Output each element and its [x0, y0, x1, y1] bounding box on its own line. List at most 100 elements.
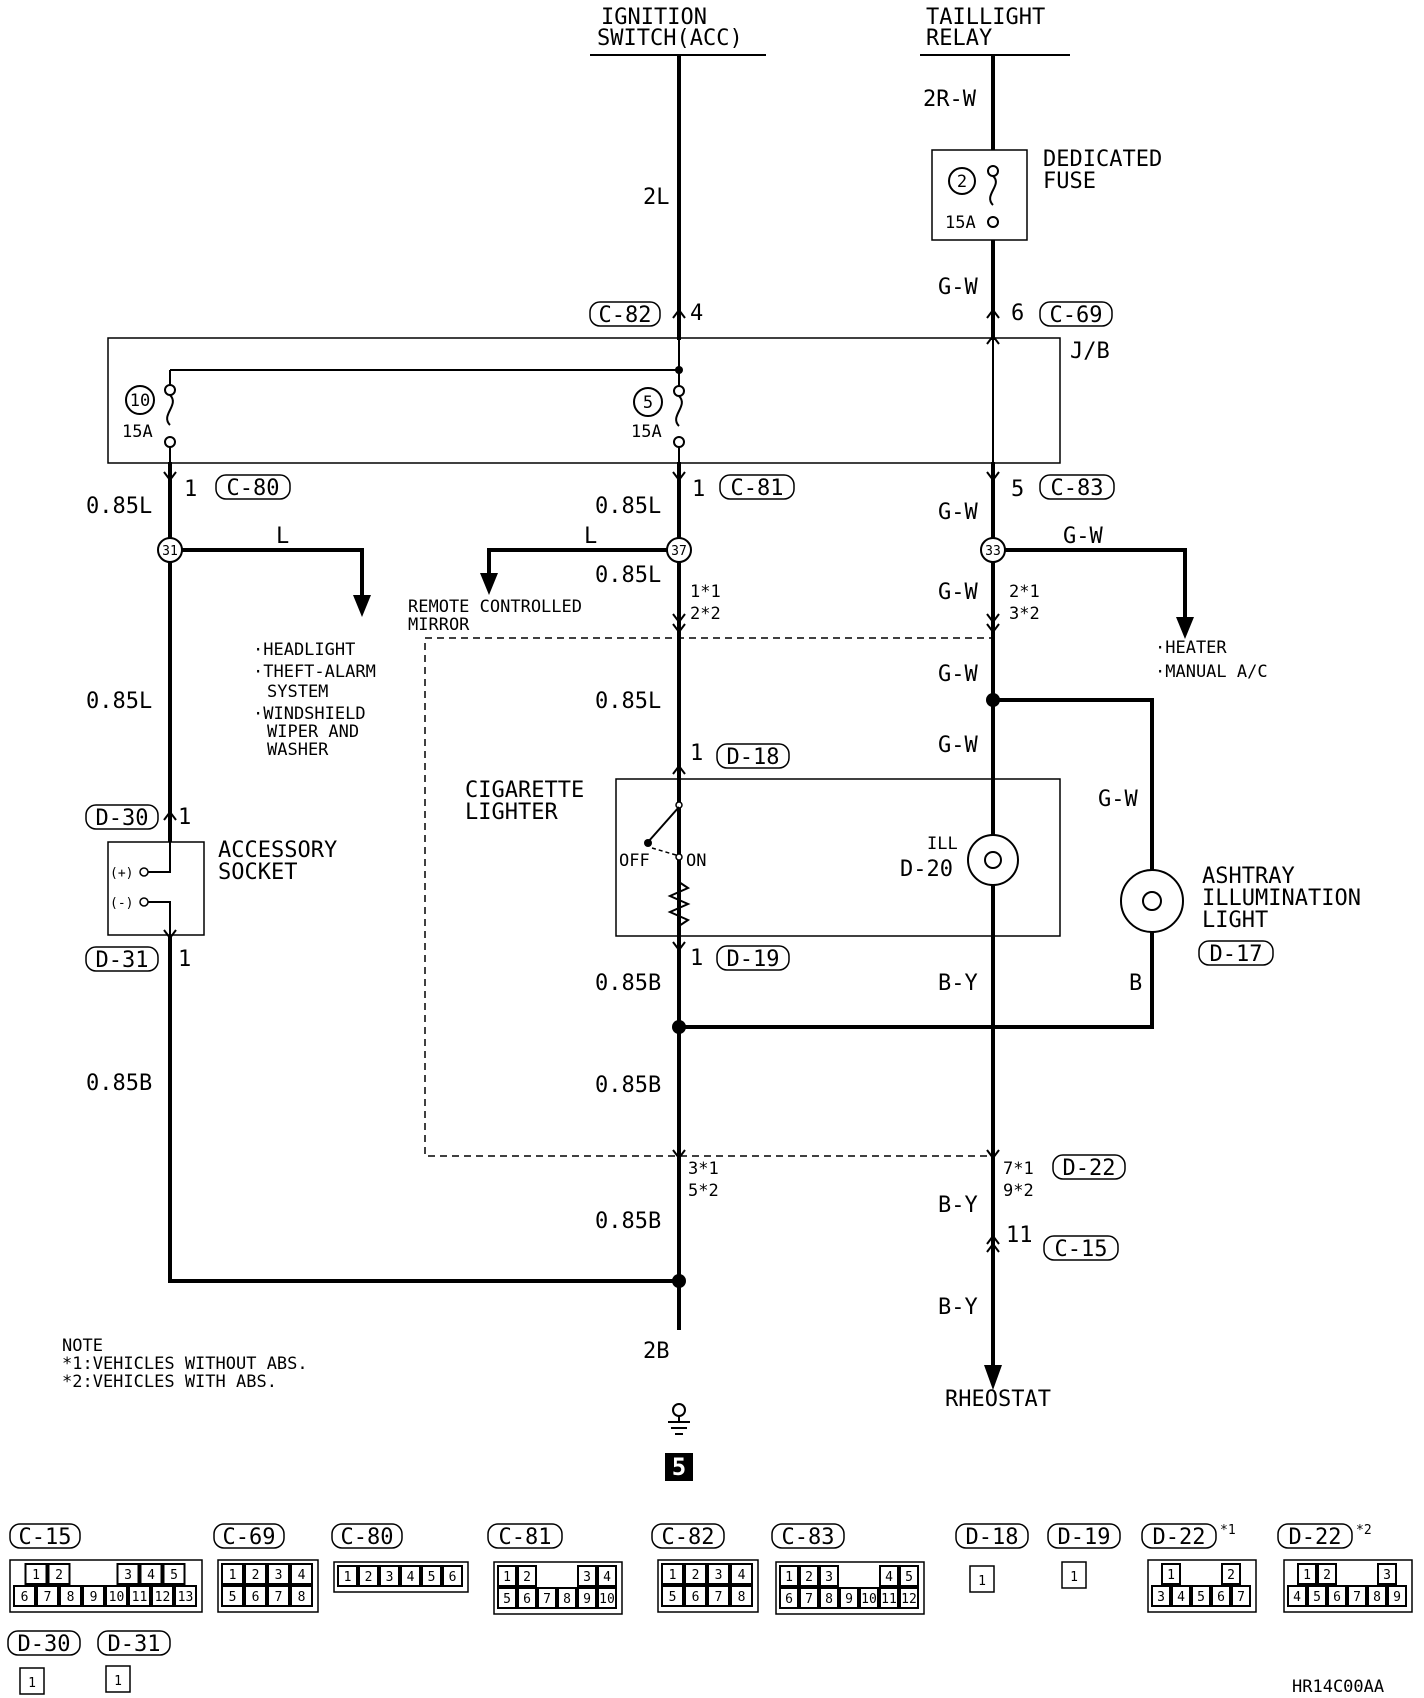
- legend-pin: 8: [825, 1592, 833, 1607]
- svg-text:(-): (-): [110, 896, 133, 911]
- wire-label: G-W: [938, 580, 978, 605]
- pin-label: 2*1: [1009, 582, 1040, 602]
- svg-text:(+): (+): [110, 866, 133, 881]
- legend-pin: 2: [805, 1570, 813, 1585]
- legend-pin: 12: [901, 1592, 917, 1607]
- legend-tag-d19: [1047, 1523, 1121, 1549]
- legend-pin-cell: [684, 1585, 707, 1607]
- splice-37: 37: [666, 537, 692, 563]
- legend-pin: 1: [114, 1674, 122, 1689]
- legend-body-c69: [217, 1559, 319, 1613]
- legend-tag-c83: [771, 1523, 845, 1549]
- legend-pin: 2: [523, 1570, 531, 1585]
- legend-pin: 4: [1293, 1590, 1301, 1605]
- legend-pin-cell: [661, 1585, 684, 1607]
- ill-label: ILL: [927, 834, 958, 854]
- pin-label: 1: [178, 947, 191, 972]
- legend-tag-c82: [651, 1523, 725, 1549]
- legend-pin-cell: [707, 1563, 730, 1585]
- legend-pin: 6: [785, 1592, 793, 1607]
- svg-text:CIGARETTE: CIGARETTE: [465, 778, 584, 803]
- jb-label: J/B: [1070, 339, 1110, 364]
- legend-id-c80: C-80: [341, 1525, 394, 1550]
- legend-body-c81: [493, 1561, 623, 1615]
- legend-pin: 6: [692, 1590, 700, 1605]
- svg-text:FUSE: FUSE: [1043, 169, 1096, 194]
- svg-text:·HEATER: ·HEATER: [1155, 638, 1227, 658]
- legend-pin: 1: [344, 1570, 352, 1585]
- legend-tag-d22a: [1141, 1523, 1217, 1549]
- legend-pin: 3: [275, 1568, 283, 1583]
- legend-pin-cell: [151, 1585, 174, 1607]
- legend-tag-c81: [487, 1523, 563, 1549]
- legend-id-d30: D-30: [18, 1632, 71, 1657]
- wire-label: 0.85L: [595, 494, 661, 519]
- legend-pin: 4: [1177, 1590, 1185, 1605]
- wire-label: 2B: [643, 1339, 670, 1364]
- pin-label: 3*1: [688, 1159, 719, 1179]
- legend-pin-cell: [661, 1563, 684, 1585]
- legend-pin: 12: [155, 1590, 171, 1605]
- legend-pin: 7: [44, 1590, 52, 1605]
- legend-pin-cell: [379, 1565, 400, 1587]
- connector-tags: C-82 4 6 C-69 1 C-80 1 C-81 5 C-83 1*1 2…: [85, 301, 1274, 1262]
- svg-text:*2:VEHICLES WITH ABS.: *2:VEHICLES WITH ABS.: [62, 1372, 277, 1392]
- fuse-10: 10 15A: [122, 384, 176, 462]
- legend-pin-cell: [244, 1585, 267, 1607]
- svg-text:DEDICATED: DEDICATED: [1043, 147, 1162, 172]
- legend-pin: 13: [178, 1590, 194, 1605]
- legend-body-d22a: [1147, 1559, 1257, 1613]
- legend-pin-cell: [1211, 1585, 1231, 1607]
- wire-label: G-W: [938, 275, 978, 300]
- legend-pin-cell: [1151, 1585, 1171, 1607]
- legend-pin-cell: [1387, 1585, 1407, 1607]
- legend-pin: 7: [1237, 1590, 1245, 1605]
- legend-pin-cell: [267, 1585, 290, 1607]
- legend-pin-cell: [1287, 1585, 1307, 1607]
- legend-pin: 8: [67, 1590, 75, 1605]
- drawing-code: HR14C00AA: [1292, 1677, 1384, 1697]
- svg-text:33: 33: [985, 544, 1001, 559]
- wire-label: 0.85L: [595, 689, 661, 714]
- legend-body-c80: [333, 1561, 469, 1593]
- legend-pin: 2: [252, 1568, 260, 1583]
- pin-label: 7*1: [1003, 1159, 1034, 1179]
- legend-pin-cell: [13, 1585, 36, 1607]
- connector-c80: C-80: [227, 476, 280, 501]
- legend-pin-cell: [105, 1585, 128, 1607]
- legend-pin-cell: [267, 1563, 290, 1585]
- legend-pin: 7: [1353, 1590, 1361, 1605]
- legend-pin: 3: [715, 1568, 723, 1583]
- legend-pin: 7: [715, 1590, 723, 1605]
- legend-pin: 9: [1393, 1590, 1401, 1605]
- svg-text:15A: 15A: [631, 422, 662, 442]
- pin-label: 1: [690, 741, 703, 766]
- taillight-relay-label: TAILLIGHT RELAY: [920, 5, 1070, 56]
- svg-text:10: 10: [130, 391, 150, 411]
- legend-pin: 1: [1303, 1568, 1311, 1583]
- legend-pin-cell: [162, 1563, 186, 1585]
- rheostat-label: RHEOSTAT: [945, 1387, 1051, 1412]
- legend-pin-cell: [1367, 1585, 1387, 1607]
- legend-pin-cell: [730, 1585, 753, 1607]
- svg-text:MIRROR: MIRROR: [408, 615, 470, 635]
- svg-text:·MANUAL A/C: ·MANUAL A/C: [1155, 662, 1268, 682]
- legend-pin: 6: [1217, 1590, 1225, 1605]
- legend-pin-cell: [337, 1565, 358, 1587]
- legend-pin: 8: [298, 1590, 306, 1605]
- svg-text:2: 2: [957, 172, 967, 192]
- legend-pin: 3: [583, 1570, 591, 1585]
- legend-pin: 10: [861, 1592, 877, 1607]
- on-label: ON: [686, 851, 706, 871]
- legend-pin: 1: [978, 1574, 986, 1589]
- svg-text:WIPER AND: WIPER AND: [267, 722, 359, 742]
- legend-pin: 5: [1197, 1590, 1205, 1605]
- svg-text:SWITCH(ACC): SWITCH(ACC): [597, 26, 743, 51]
- legend-pin-cell: [59, 1585, 82, 1607]
- off-label: OFF: [619, 851, 650, 871]
- legend-pin-cell: [684, 1563, 707, 1585]
- svg-text:5: 5: [643, 393, 653, 413]
- pin-label: 1: [178, 805, 191, 830]
